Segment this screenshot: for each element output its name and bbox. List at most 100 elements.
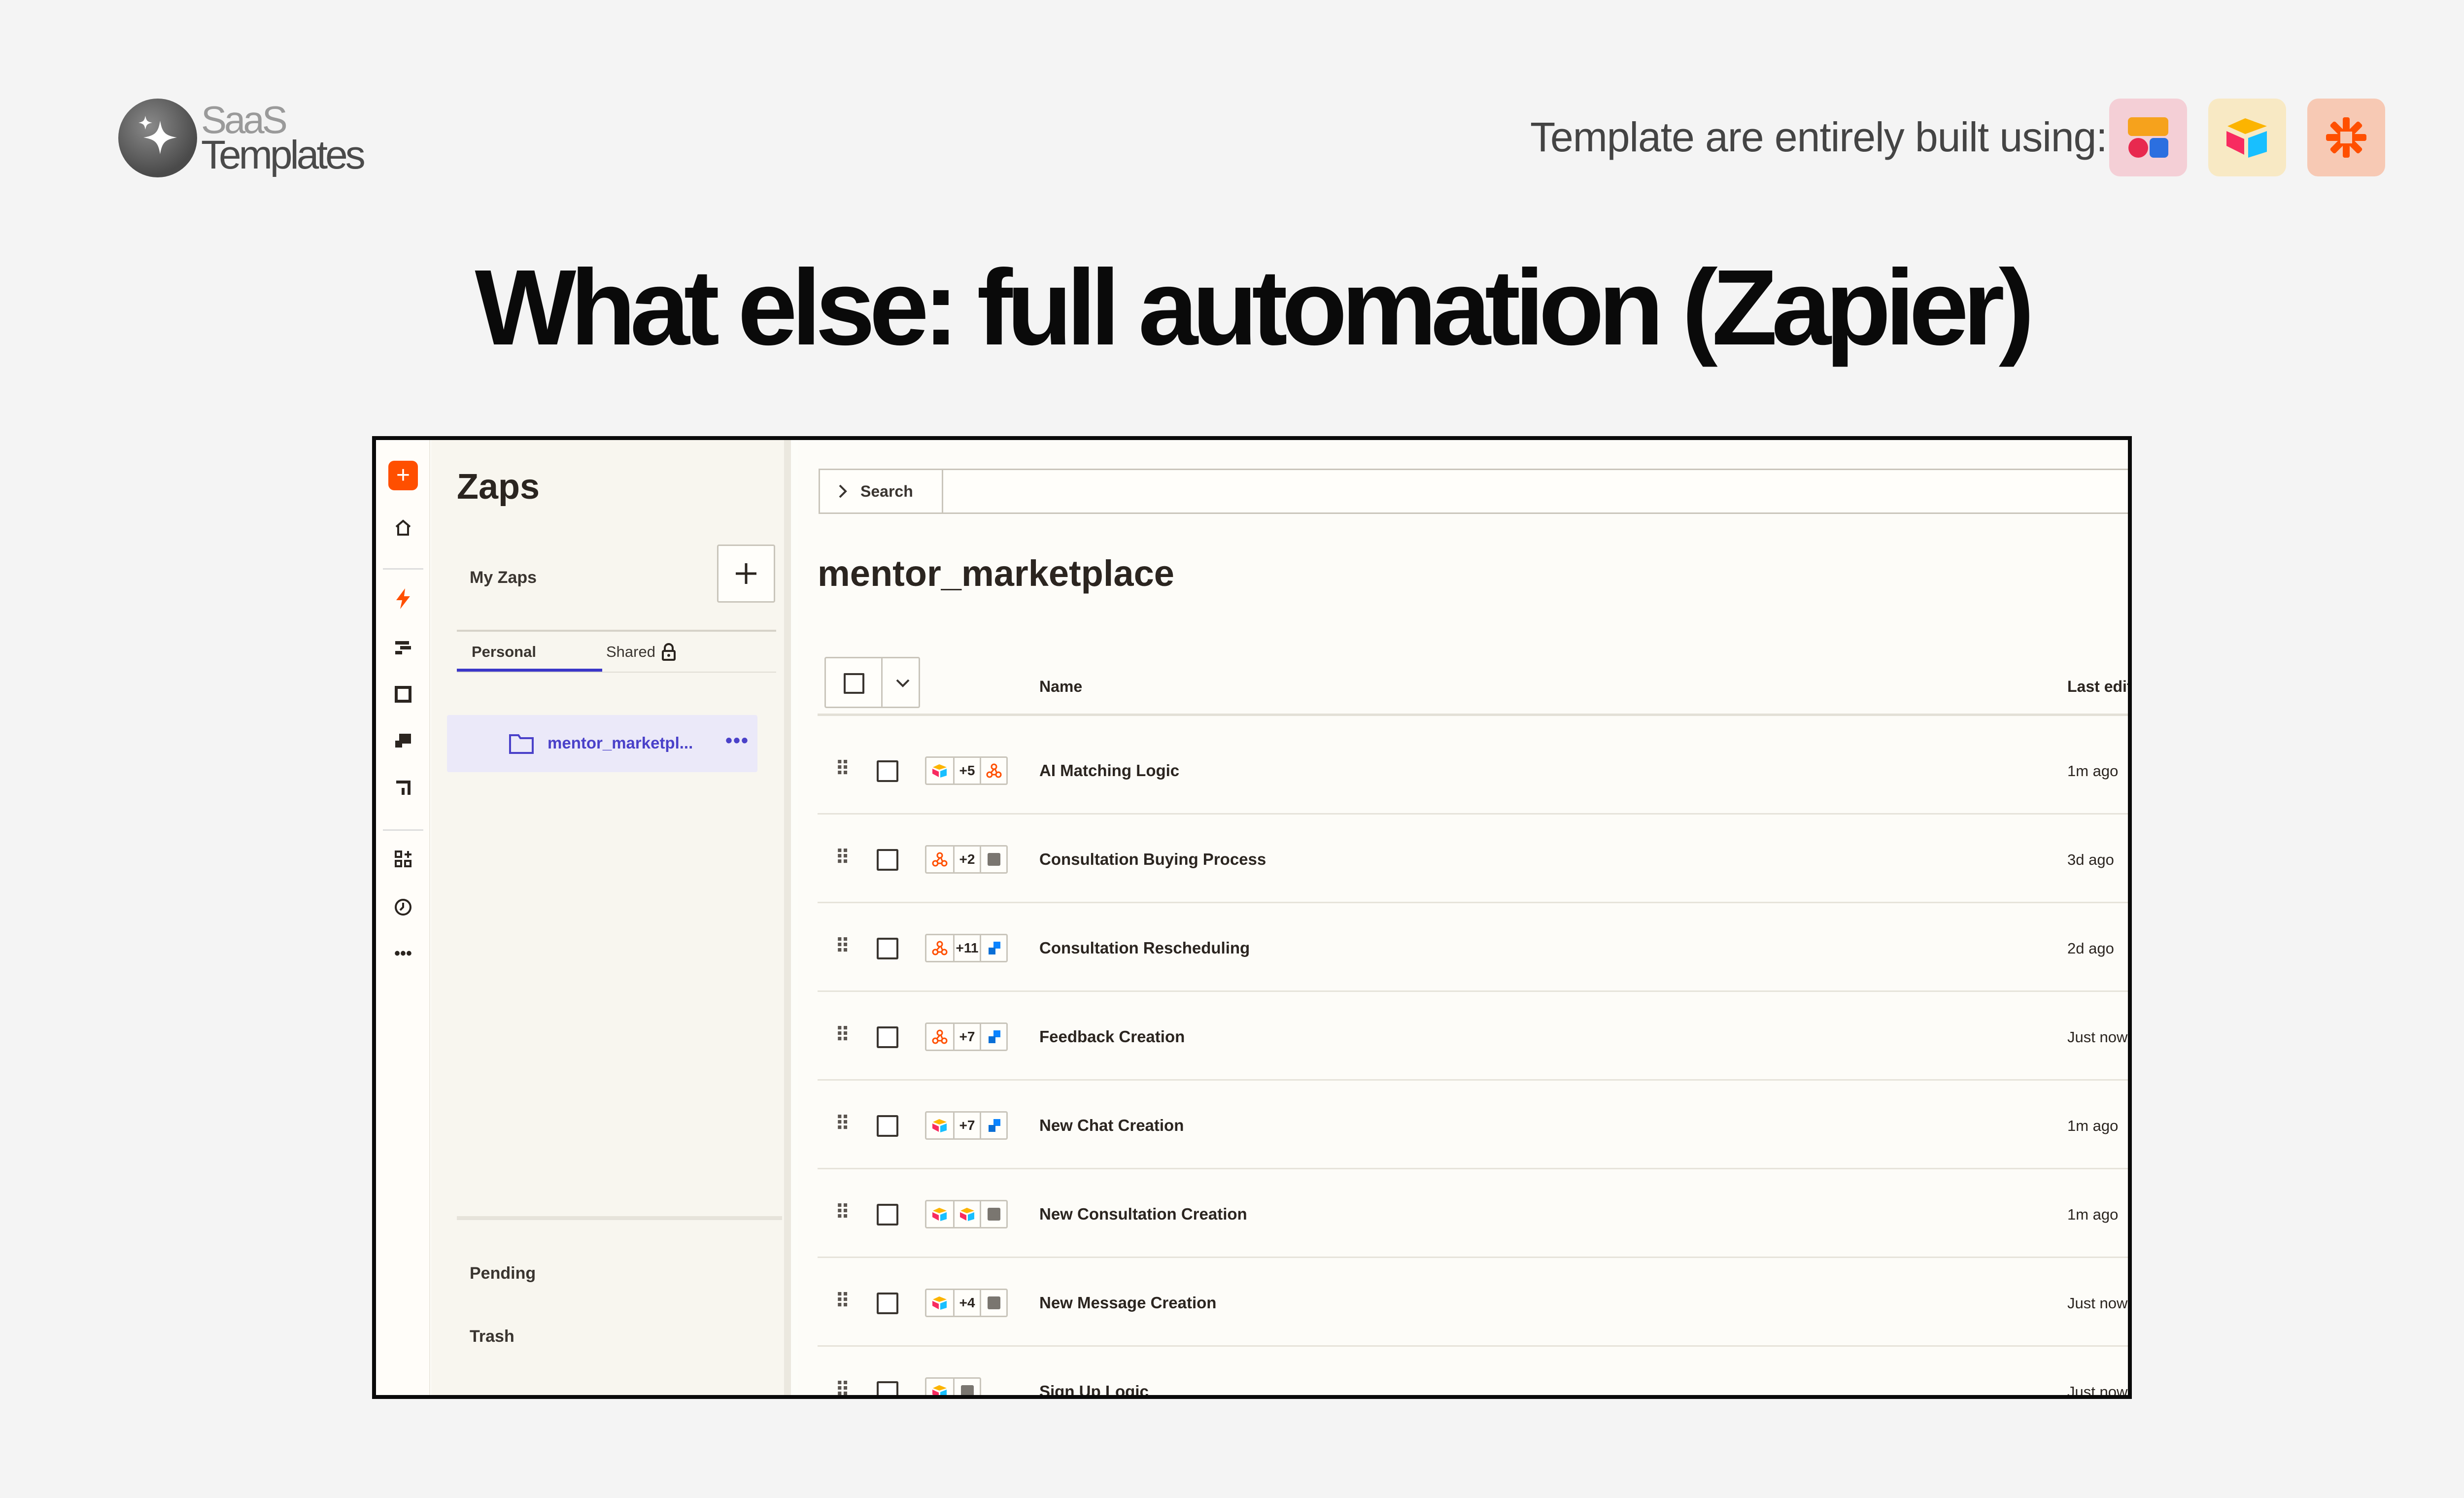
icon-rail: + ••• — [376, 440, 430, 1395]
drag-handle-icon[interactable]: ⠿ — [835, 1113, 850, 1135]
row-checkbox[interactable] — [877, 1115, 898, 1137]
home-icon[interactable] — [388, 513, 418, 543]
logo-text-line1: SaaS — [201, 98, 288, 141]
table-header: Name Last edit — [818, 657, 2132, 716]
folder-icon — [509, 734, 534, 754]
zap-name[interactable]: Consultation Buying Process — [1039, 850, 1266, 868]
zap-name[interactable]: Consultation Rescheduling — [1039, 939, 1250, 957]
table-row[interactable]: ⠿ +2 Consultation Buying Process 3d ago — [818, 815, 2128, 903]
drag-handle-icon[interactable]: ⠿ — [835, 1379, 850, 1399]
zap-last-edit: 1m ago — [2067, 762, 2119, 780]
zap-last-edit: 1m ago — [2067, 1117, 2119, 1134]
more-apps-count: +11 — [953, 935, 980, 961]
zapier-icon — [2307, 99, 2385, 176]
softr-icon — [2109, 99, 2187, 176]
drag-handle-icon[interactable]: ⠿ — [835, 936, 850, 957]
canvas-icon[interactable] — [388, 773, 418, 803]
more-apps-count: +7 — [953, 1024, 980, 1050]
zap-name[interactable]: Feedback Creation — [1039, 1027, 1185, 1046]
chevron-down-icon[interactable] — [893, 673, 913, 693]
apps-icon[interactable] — [388, 844, 418, 874]
more-apps-count: +5 — [953, 758, 980, 783]
pending-link[interactable]: Pending — [470, 1264, 536, 1283]
zap-app-icons: +7 — [925, 1111, 1008, 1140]
drag-handle-icon[interactable]: ⠿ — [835, 1024, 850, 1046]
search-bar[interactable]: Search — [819, 469, 2128, 514]
tab-shared[interactable]: Shared — [606, 643, 676, 661]
search-toggle-button[interactable]: Search — [820, 470, 943, 512]
tables-icon[interactable] — [388, 632, 418, 662]
zap-last-edit: Just now — [2067, 1294, 2128, 1312]
jotform-icon — [980, 935, 1006, 961]
zaps-main: Search mentor_marketplace Name Last edit… — [798, 440, 2128, 1395]
zap-app-icons: +4 — [925, 1289, 1008, 1317]
table-row[interactable]: ⠿ +4 New Message Creation Just now — [818, 1258, 2128, 1347]
plus-icon — [736, 563, 756, 584]
formatter-icon — [953, 1379, 980, 1395]
more-icon[interactable]: ••• — [394, 944, 412, 963]
airtable-icon — [926, 1201, 953, 1227]
zap-name[interactable]: New Consultation Creation — [1039, 1205, 1247, 1223]
add-zap-button[interactable] — [717, 545, 775, 603]
zap-last-edit: Just now — [2067, 1028, 2128, 1046]
tab-personal[interactable]: Personal — [472, 643, 536, 660]
history-icon[interactable] — [388, 892, 418, 922]
zap-app-icons: +7 — [925, 1022, 1008, 1051]
zap-name[interactable]: New Message Creation — [1039, 1294, 1217, 1312]
row-checkbox[interactable] — [877, 938, 898, 959]
airtable-icon — [926, 758, 953, 783]
jotform-icon — [980, 1113, 1006, 1138]
panel-title: Zaps — [457, 467, 540, 507]
row-checkbox[interactable] — [877, 1204, 898, 1226]
zap-last-edit: Just now — [2067, 1383, 2128, 1399]
formatter-icon — [980, 1201, 1006, 1227]
airtable-icon — [926, 1290, 953, 1316]
formatter-icon — [980, 1290, 1006, 1316]
trash-link[interactable]: Trash — [470, 1327, 514, 1346]
column-header-name[interactable]: Name — [1039, 678, 1083, 695]
table-row[interactable]: ⠿ +5 AI Matching Logic 1m ago — [818, 726, 2128, 815]
row-checkbox[interactable] — [877, 760, 898, 782]
zap-name[interactable]: New Chat Creation — [1039, 1116, 1184, 1134]
zap-last-edit: 3d ago — [2067, 851, 2114, 868]
zapier-app-window: + ••• Zaps My Zaps — [372, 436, 2132, 1399]
chevron-right-icon — [839, 484, 847, 498]
column-header-last-edit[interactable]: Last edit — [2067, 678, 2132, 695]
drag-handle-icon[interactable]: ⠿ — [835, 847, 850, 869]
zap-app-icons: +5 — [925, 756, 1008, 785]
lock-icon — [661, 643, 676, 661]
zap-name[interactable]: Sign Up Logic — [1039, 1382, 1149, 1399]
interfaces-icon[interactable] — [388, 680, 418, 709]
table-row[interactable]: ⠿ Sign Up Logic Just now — [818, 1347, 2128, 1399]
drag-handle-icon[interactable]: ⠿ — [835, 1202, 850, 1224]
zaps-sidebar: Zaps My Zaps Personal Shared mentor_mark… — [431, 440, 791, 1395]
zaps-lightning-icon[interactable] — [388, 584, 418, 613]
jotform-icon — [980, 1024, 1006, 1050]
row-checkbox[interactable] — [877, 849, 898, 871]
row-checkbox[interactable] — [877, 1381, 898, 1395]
my-zaps-label: My Zaps — [470, 568, 537, 587]
more-apps-count: +2 — [953, 847, 980, 872]
search-label: Search — [860, 482, 913, 500]
folder-title: mentor_marketplace — [818, 553, 1174, 594]
create-plus-icon[interactable]: + — [388, 461, 418, 490]
zap-app-icons — [925, 1377, 981, 1395]
zap-name[interactable]: AI Matching Logic — [1039, 761, 1180, 780]
select-all-control[interactable] — [824, 657, 920, 708]
table-row[interactable]: ⠿ +7 Feedback Creation Just now — [818, 992, 2128, 1081]
table-row[interactable]: ⠿ +7 New Chat Creation 1m ago — [818, 1081, 2128, 1169]
folder-more-icon[interactable]: ••• — [725, 730, 750, 751]
drag-handle-icon[interactable]: ⠿ — [835, 1291, 850, 1312]
built-with-label: Template are entirely built using: — [1530, 114, 2108, 160]
select-all-checkbox[interactable] — [844, 673, 864, 694]
drag-handle-icon[interactable]: ⠿ — [835, 758, 850, 780]
folder-item-mentor-marketplace[interactable]: mentor_marketpl... ••• — [447, 715, 757, 772]
saas-templates-logo: SaaS Templates — [118, 98, 366, 177]
airtable-icon — [953, 1201, 980, 1227]
row-checkbox[interactable] — [877, 1026, 898, 1048]
row-checkbox[interactable] — [877, 1293, 898, 1314]
zap-app-icons: +11 — [925, 934, 1008, 962]
chatbots-icon[interactable] — [388, 726, 418, 755]
